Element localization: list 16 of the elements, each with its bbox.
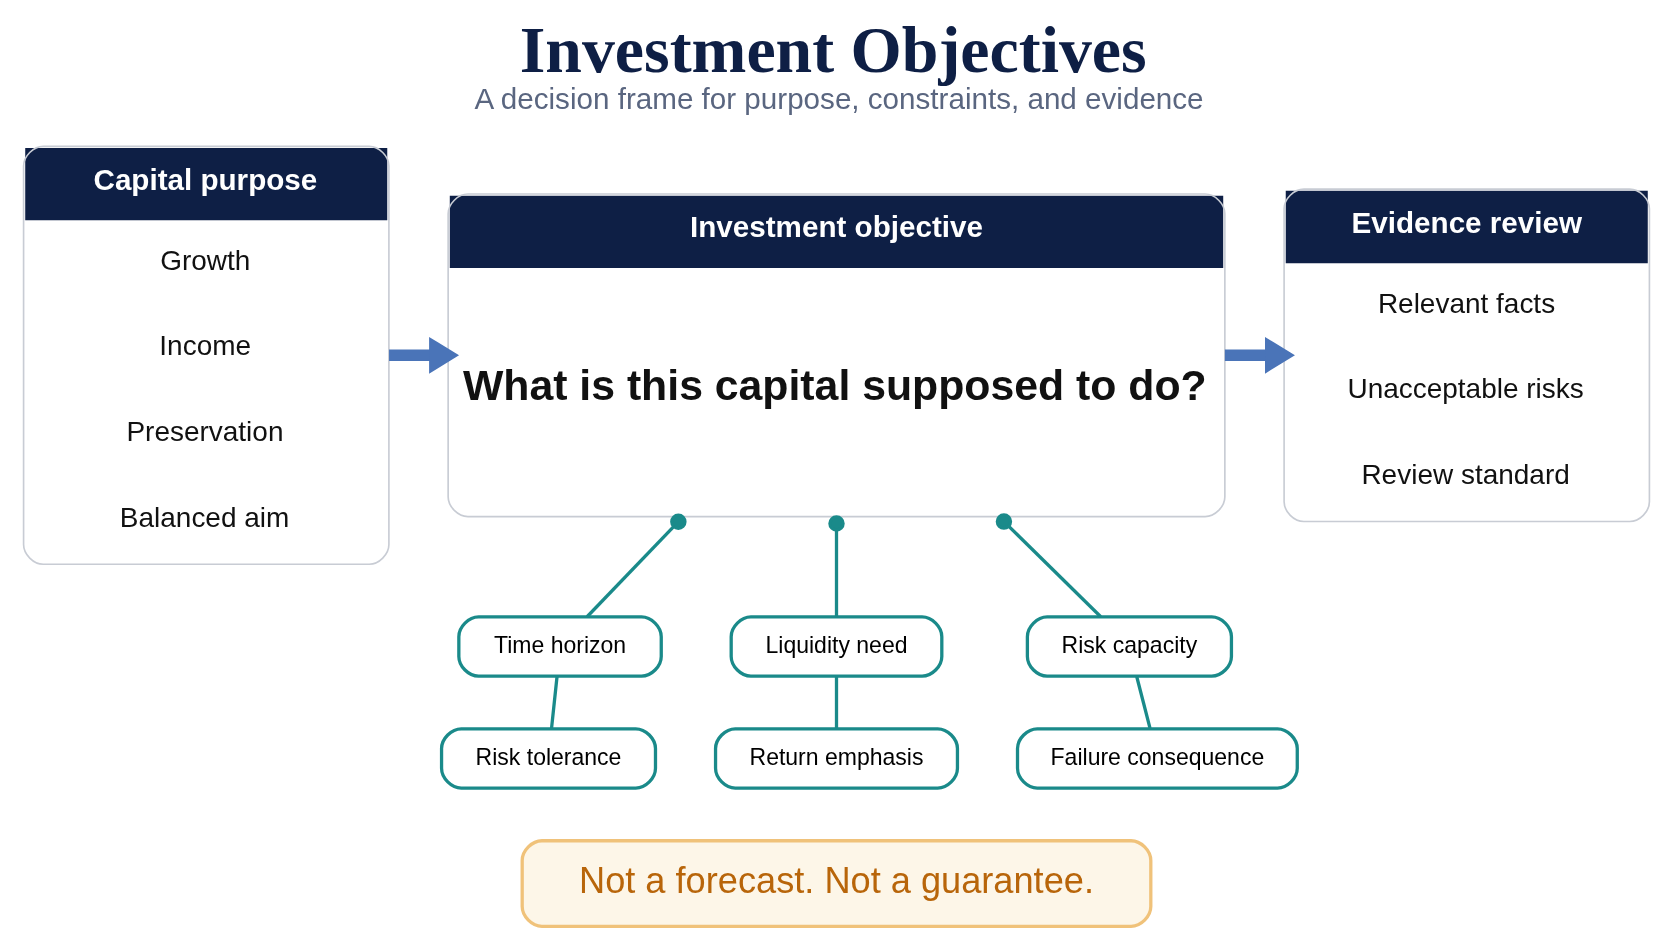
connector xyxy=(995,513,1102,618)
connector xyxy=(827,515,845,617)
node-box: Failure consequence xyxy=(1015,727,1299,790)
arrow xyxy=(388,336,459,374)
connector xyxy=(1134,676,1152,729)
node-box: Not a forecast. Not a guarantee. xyxy=(520,839,1152,928)
connector xyxy=(549,676,559,729)
diagram-title: Investment Objectives xyxy=(519,13,1147,87)
connector xyxy=(585,513,687,618)
node-box: Liquidity need xyxy=(729,615,943,678)
node-box: Risk capacity xyxy=(1025,615,1233,678)
node-box: Return emphasis xyxy=(713,727,959,790)
node-box: Time horizon xyxy=(456,615,663,678)
arrow xyxy=(1224,336,1295,374)
node-box: Risk tolerance xyxy=(439,727,657,790)
connector xyxy=(834,676,838,729)
